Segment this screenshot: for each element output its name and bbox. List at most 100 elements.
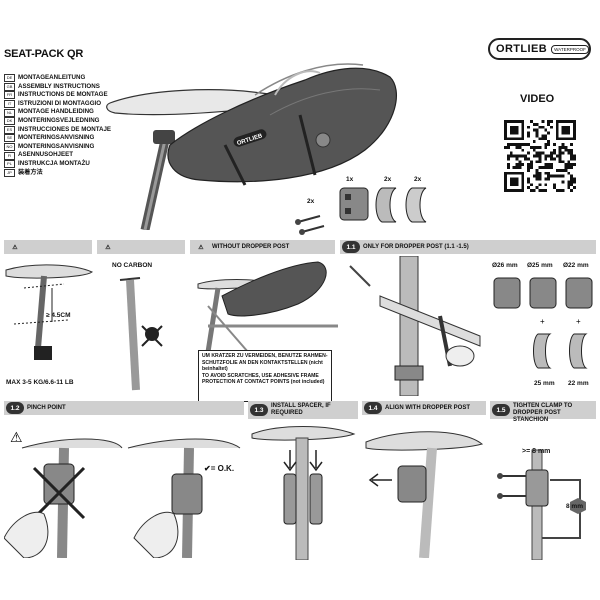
language-text: 装着方法 [18, 168, 43, 176]
language-code: ES [4, 125, 15, 134]
clamp-part [339, 187, 369, 221]
step-number: 1.4 [364, 402, 382, 414]
spacer-a-qty: 2x [384, 176, 392, 183]
note-en: TO AVOID SCRATCHES, USE ADHESIVE FRAME P… [202, 372, 325, 386]
language-text: ISTRUZIONI DI MONTAGGIO [18, 99, 102, 107]
diameter-25: Ø25 mm [527, 262, 553, 269]
hex-key-icon [570, 498, 586, 514]
language-text: MONTERINGSANVISNING [18, 142, 95, 150]
language-text: ASENNUSOHJEET [18, 151, 74, 159]
step-bar-1-2: 1.2 PINCH POINT [4, 401, 244, 415]
language-code: PL [4, 160, 15, 169]
max-load: MAX 3-5 KG/6.6-11 LB [6, 379, 74, 386]
language-code: JP [4, 168, 15, 177]
step-label: ALIGN WITH DROPPER POST [385, 405, 471, 411]
spacer-25: 25 mm [534, 380, 555, 387]
warning-icon: ⚠ [198, 244, 204, 251]
without-dropper-illustration [197, 261, 338, 352]
parts-illustration [295, 187, 427, 235]
screws-qty: 2x [307, 198, 315, 205]
language-text: MONTERINGSANVISNING [18, 134, 95, 142]
step-bar-1-5: 1.5 TIGHTEN CLAMP TO DROPPER POST STANCH… [490, 401, 596, 423]
step-bar-1-4: 1.4 ALIGN WITH DROPPER POST [362, 401, 486, 415]
warning-bar-1: ⚠ [4, 240, 92, 254]
install-spacer-illustration [251, 426, 356, 560]
clearance-illustration [5, 264, 93, 360]
language-text: MONTAGE HANDLEIDING [18, 108, 94, 116]
language-code: IT [4, 100, 15, 109]
language-code: DE [4, 74, 15, 83]
tighten-illustration [497, 449, 586, 560]
spacer-b-part [405, 187, 427, 223]
dropper-measure-illustration [349, 256, 481, 396]
scratch-warning-note: UM KRATZER ZU VERMEIDEN, BENUTZE RAHMEN-… [198, 350, 332, 402]
step-number: 1.3 [250, 404, 268, 416]
pinch-point-illustration: ⚠ [4, 429, 241, 558]
language-text: MONTAGEANLEITUNG [18, 74, 86, 81]
warning-icon: ⚠ [12, 244, 18, 251]
hex-label: 8 mm [566, 503, 583, 510]
seat-bag [167, 67, 397, 183]
spacer-b-qty: 2x [414, 176, 422, 183]
no-carbon-illustration [119, 277, 163, 391]
language-code: GB [4, 82, 15, 91]
brand-logo: ORTLIEB WATERPROOF [488, 38, 591, 60]
video-label: VIDEO [520, 93, 555, 105]
spacer-a-part [375, 187, 397, 223]
cross-icon [32, 466, 86, 520]
ok-label: ✔= O.K. [204, 464, 235, 473]
language-text: INSTRUKCJA MONTAŻU [18, 159, 90, 167]
clearance-value: ≥ 4.5CM [46, 312, 71, 319]
diameter-26: Ø26 mm [492, 262, 518, 269]
language-text: MONTERINGSVEJLEDNING [18, 116, 100, 124]
diameter-22: Ø22 mm [563, 262, 589, 269]
step-label: TIGHTEN CLAMP TO DROPPER POST STANCHION [513, 403, 573, 423]
screw-parts [295, 215, 325, 235]
language-text: INSTRUCCIONES DE MONTAJE [18, 125, 112, 133]
language-code: FR [4, 91, 15, 100]
language-code: NL [4, 108, 15, 117]
qr-code-icon[interactable] [500, 120, 580, 192]
language-code: NO [4, 143, 15, 152]
only-dropper-bar: 1.1 ONLY FOR DROPPER POST (1.1 -1.5) [340, 240, 596, 254]
clamp-qty: 1x [346, 176, 354, 183]
gap-label: >= 8 mm [522, 448, 551, 455]
step-number: 1.2 [6, 402, 24, 414]
warning-bar-2: ⚠ [97, 240, 185, 254]
language-code: SE [4, 134, 15, 143]
warning-icon: ⚠ [105, 244, 111, 251]
language-code: FI [4, 151, 15, 160]
page-title: SEAT-PACK QR [4, 48, 84, 60]
align-illustration [365, 431, 484, 558]
spacer-22: 22 mm [568, 380, 589, 387]
svg-text:+: + [540, 317, 545, 326]
svg-text:+: + [576, 317, 581, 326]
step-bar-1-3: 1.3 INSTALL SPACER, IF REQUIRED [248, 401, 358, 419]
spacer-sizes-illustration: ++ [493, 277, 593, 369]
without-dropper-bar: ⚠ WITHOUT DROPPER POST [190, 240, 335, 254]
language-text: INSTRUCTIONS DE MONTAGE [18, 91, 108, 99]
step-label: INSTALL SPACER, IF REQUIRED [271, 403, 331, 416]
step-number: 1.5 [492, 404, 510, 416]
arrow-left-icon [368, 473, 392, 487]
warning-icon: ⚠ [10, 429, 23, 445]
step-label: PINCH POINT [27, 405, 66, 411]
only-dropper-label: ONLY FOR DROPPER POST (1.1 -1.5) [363, 244, 469, 250]
without-dropper-label: WITHOUT DROPPER POST [212, 244, 290, 250]
step-number: 1.1 [342, 241, 360, 253]
no-carbon-label: NO CARBON [112, 262, 153, 269]
brand-name: ORTLIEB [496, 43, 548, 55]
language-text: ASSEMBLY INSTRUCTIONS [18, 82, 100, 90]
